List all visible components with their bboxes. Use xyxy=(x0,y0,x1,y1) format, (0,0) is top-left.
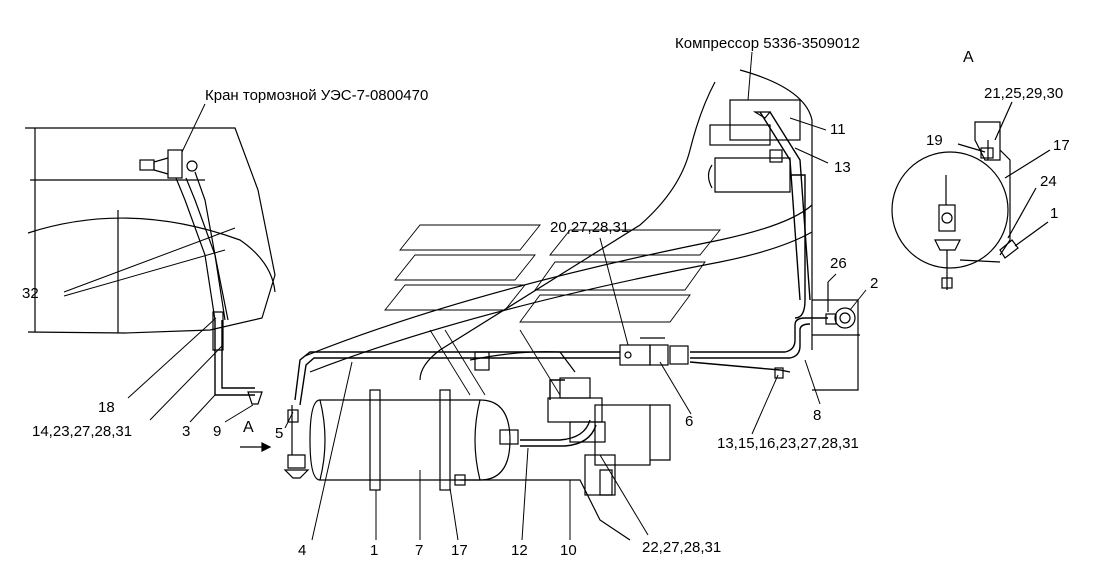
callout-5: 5 xyxy=(275,425,284,442)
compressor-unit xyxy=(707,99,801,193)
callout-26: 26 xyxy=(830,255,847,272)
pipe-lines xyxy=(214,111,828,447)
detail-callout-19: 19 xyxy=(926,132,943,149)
cab-outline xyxy=(25,127,276,334)
detail-callout-1: 1 xyxy=(1050,205,1059,222)
pipe-clamp xyxy=(474,351,490,371)
callout-14-23-27-28-31: 14,23,27,28,31 xyxy=(32,423,133,440)
callout-8: 8 xyxy=(813,407,822,424)
drain-valve xyxy=(283,405,310,479)
callout-17: 17 xyxy=(451,542,468,559)
callout-7: 7 xyxy=(415,542,424,559)
valve-assembly-6 xyxy=(619,337,689,366)
callout-10: 10 xyxy=(560,542,577,559)
frame-outline xyxy=(304,69,860,541)
pipe-fitting-14 xyxy=(212,311,224,351)
detail-callout-21-25-29-30: 21,25,29,30 xyxy=(984,85,1064,102)
brake-crane-symbol xyxy=(139,149,229,321)
callout-13-15-16-23-27-28-31: 13,15,16,23,27,28,31 xyxy=(717,435,859,452)
callout-22-27-28-31: 22,27,28,31 xyxy=(642,539,722,556)
callout-13: 13 xyxy=(834,159,851,176)
leader-lines xyxy=(63,51,867,541)
pressure-regulator xyxy=(547,377,671,496)
compressor-title: Компрессор 5336-3509012 xyxy=(675,35,860,52)
callout-11: 11 xyxy=(830,121,846,138)
detail-callout-24: 24 xyxy=(1040,173,1057,190)
callout-32: 32 xyxy=(22,285,39,302)
callout-20-27-28-31: 20,27,28,31 xyxy=(550,219,630,236)
callout-18: 18 xyxy=(98,399,115,416)
view-a-arrow xyxy=(240,442,272,452)
callout-2: 2 xyxy=(870,275,879,292)
clamp-13 xyxy=(774,367,784,379)
callout-4: 4 xyxy=(298,542,307,559)
receiver-tank xyxy=(309,389,519,491)
view-a-label: А xyxy=(963,49,974,66)
callout-1: 1 xyxy=(370,542,379,559)
hatch-stripes xyxy=(384,224,721,396)
callout-9: 9 xyxy=(213,423,222,440)
detail-view-a xyxy=(891,101,1051,290)
view-a-arrow-label: А xyxy=(243,419,254,436)
fitting-9 xyxy=(247,391,263,405)
callout-12: 12 xyxy=(511,542,528,559)
crane-title: Кран тормозной УЭС-7-0800470 xyxy=(205,87,429,104)
callout-6: 6 xyxy=(685,413,694,430)
detail-callout-17: 17 xyxy=(1053,137,1070,154)
gauge-connector xyxy=(825,282,856,329)
callout-3: 3 xyxy=(182,423,191,440)
